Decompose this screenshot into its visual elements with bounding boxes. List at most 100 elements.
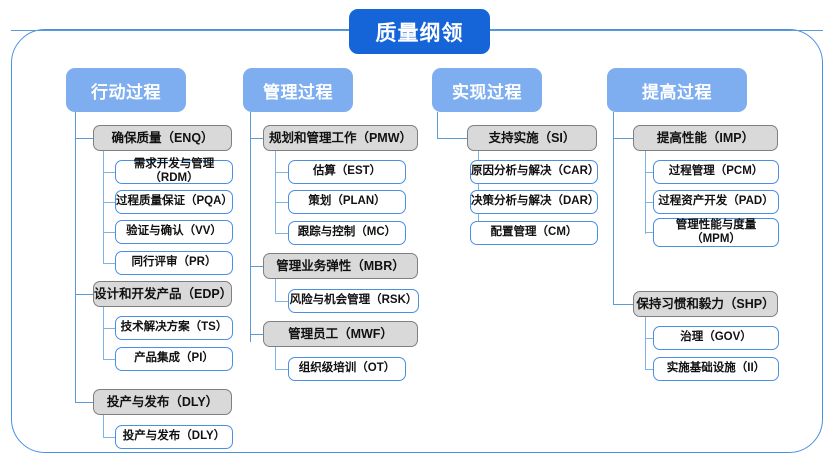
imp-stub-2 <box>645 202 657 203</box>
leaf-box-rdm-label: 需求开发与管理（RDM） <box>133 158 215 184</box>
group-box-imp-label: 提高性能（IMP） <box>656 130 755 145</box>
diagram-title: 质量纲领 <box>349 9 490 54</box>
enq-stub-2 <box>103 202 115 203</box>
leaf-box-ii-label: 实施基础设施（II） <box>666 362 766 375</box>
group-box-mbr[interactable]: 管理业务弹性（MBR） <box>263 253 418 279</box>
group-box-mbr-label: 管理业务弹性（MBR） <box>276 258 405 273</box>
leaf-box-pi[interactable]: 产品集成（PI） <box>115 347 233 371</box>
leaf-box-car[interactable]: 原因分析与解决（CAR） <box>470 160 599 184</box>
leaf-box-ts[interactable]: 技术解决方案（TS） <box>115 316 233 340</box>
group-box-pmw[interactable]: 规划和管理工作（PMW） <box>263 125 418 151</box>
column-header-2[interactable]: 管理过程 <box>243 68 353 112</box>
column-header-4[interactable]: 提高过程 <box>607 68 747 112</box>
column-2-stub-mbr <box>250 266 263 267</box>
group-box-enq[interactable]: 确保质量（ENQ） <box>93 125 232 151</box>
column-header-3[interactable]: 实现过程 <box>432 68 542 112</box>
leaf-box-gov[interactable]: 治理（GOV） <box>653 326 779 350</box>
column-header-1[interactable]: 行动过程 <box>66 68 186 112</box>
leaf-box-rsk[interactable]: 风险与机会管理（RSK） <box>288 289 419 313</box>
leaf-box-rdm[interactable]: 需求开发与管理（RDM） <box>115 158 233 184</box>
column-1-stub-enq <box>75 138 93 139</box>
leaf-box-dly-label: 投产与发布（DLY） <box>122 430 226 443</box>
mbr-stub-1 <box>275 301 288 302</box>
column-2-stub-mwf <box>250 334 263 335</box>
leaf-box-est[interactable]: 估算（EST） <box>288 160 406 184</box>
column-header-4-label: 提高过程 <box>642 82 712 102</box>
imp-stub-1 <box>645 172 657 173</box>
column-1-stub-edp <box>75 294 93 295</box>
leaf-box-ot[interactable]: 组织级培训（OT） <box>288 357 406 381</box>
diagram-title-label: 质量纲领 <box>375 21 464 45</box>
group-box-mwf-label: 管理员工（MWF） <box>288 326 393 341</box>
shp-stub-1 <box>645 338 657 339</box>
shp-stub-2 <box>645 369 657 370</box>
leaf-box-gov-label: 治理（GOV） <box>680 331 752 344</box>
leaf-box-mc-label: 跟踪与控制（MC） <box>297 226 397 239</box>
group-box-enq-label: 确保质量（ENQ） <box>111 130 214 145</box>
pmw-child-spine <box>275 151 276 234</box>
title-connector-left <box>11 30 349 31</box>
leaf-box-pcm[interactable]: 过程管理（PCM） <box>653 160 779 184</box>
group-box-edp[interactable]: 设计和开发产品（EDP） <box>93 281 232 307</box>
leaf-box-pad[interactable]: 过程资产开发（PAD） <box>653 190 779 214</box>
group-box-edp-label: 设计和开发产品（EDP） <box>94 286 233 301</box>
group-box-si[interactable]: 支持实施（SI） <box>467 125 597 151</box>
title-connector-right <box>490 30 823 31</box>
shp-child-spine <box>645 317 646 369</box>
group-box-shp-label: 保持习惯和毅力（SHP） <box>636 296 775 311</box>
column-header-2-label: 管理过程 <box>263 82 333 102</box>
group-box-mwf[interactable]: 管理员工（MWF） <box>263 321 418 347</box>
group-box-shp[interactable]: 保持习惯和毅力（SHP） <box>633 291 778 317</box>
leaf-box-vv[interactable]: 验证与确认（VV） <box>115 220 233 244</box>
enq-stub-3 <box>103 232 115 233</box>
mwf-stub-1 <box>275 369 288 370</box>
column-3-spine <box>437 112 438 138</box>
edp-stub-2 <box>103 359 115 360</box>
pmw-stub-2 <box>275 202 288 203</box>
group-box-dly[interactable]: 投产与发布（DLY） <box>93 389 232 415</box>
leaf-box-dar-label: 决策分析与解决（DAR） <box>471 195 600 208</box>
leaf-box-plan[interactable]: 策划（PLAN） <box>288 190 406 214</box>
leaf-box-plan-label: 策划（PLAN） <box>308 195 386 208</box>
column-1-spine <box>75 112 76 402</box>
leaf-box-mpm[interactable]: 管理性能与度量 （MPM） <box>653 218 779 247</box>
column-4-stub-imp <box>613 138 633 139</box>
leaf-box-pad-label: 过程资产开发（PAD） <box>658 195 774 208</box>
group-box-dly-label: 投产与发布（DLY） <box>106 394 219 409</box>
column-4-spine <box>613 112 614 304</box>
leaf-box-dly[interactable]: 投产与发布（DLY） <box>115 425 233 449</box>
leaf-box-ii[interactable]: 实施基础设施（II） <box>653 357 779 381</box>
enq-child-spine <box>103 151 104 264</box>
leaf-box-pr[interactable]: 同行评审（PR） <box>115 251 233 275</box>
leaf-box-pqa-label: 过程质量保证（PQA） <box>116 195 233 208</box>
dly-stub-1 <box>103 437 115 438</box>
leaf-box-pr-label: 同行评审（PR） <box>131 256 217 269</box>
leaf-box-mpm-label: 管理性能与度量 （MPM） <box>675 218 757 245</box>
leaf-box-pcm-label: 过程管理（PCM） <box>668 165 764 178</box>
leaf-box-cm[interactable]: 配置管理（CM） <box>470 221 598 245</box>
column-2-stub-pmw <box>250 138 263 139</box>
leaf-box-rsk-label: 风险与机会管理（RSK） <box>289 294 418 307</box>
group-box-imp[interactable]: 提高性能（IMP） <box>633 125 778 151</box>
column-header-1-label: 行动过程 <box>91 82 161 102</box>
leaf-box-pi-label: 产品集成（PI） <box>134 352 214 365</box>
leaf-box-ot-label: 组织级培训（OT） <box>298 362 396 375</box>
enq-stub-1 <box>103 172 115 173</box>
imp-child-spine <box>645 151 646 234</box>
leaf-box-mc[interactable]: 跟踪与控制（MC） <box>288 221 406 245</box>
imp-stub-3 <box>645 232 657 233</box>
column-header-3-label: 实现过程 <box>452 82 522 102</box>
enq-stub-4 <box>103 263 115 264</box>
leaf-box-ts-label: 技术解决方案（TS） <box>120 321 228 334</box>
dly-child-spine <box>103 415 104 437</box>
edp-child-spine <box>103 307 104 359</box>
leaf-box-cm-label: 配置管理（CM） <box>490 226 578 239</box>
column-4-stub-shp <box>613 304 633 305</box>
leaf-box-dar[interactable]: 决策分析与解决（DAR） <box>470 190 600 214</box>
column-3-stub-si <box>437 138 467 139</box>
leaf-box-pqa[interactable]: 过程质量保证（PQA） <box>115 190 233 214</box>
mbr-child-spine <box>275 279 276 301</box>
mwf-child-spine <box>275 347 276 369</box>
leaf-box-vv-label: 验证与确认（VV） <box>126 225 222 238</box>
